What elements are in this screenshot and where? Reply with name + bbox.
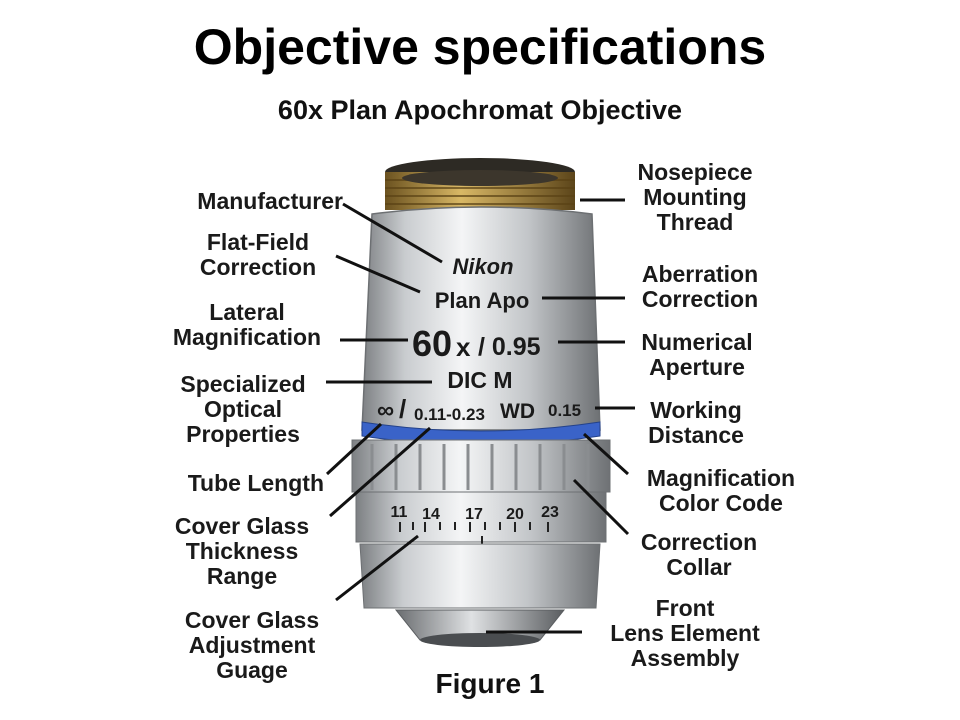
engraving-infinity: ∞ [377, 397, 394, 424]
engraving-slash: / [399, 394, 406, 424]
leader-cover-gauge [335, 534, 419, 602]
figure-caption: Figure 1 [435, 668, 545, 699]
engraving-wd-value: 0.15 [548, 401, 581, 420]
leader-lines [325, 198, 635, 634]
leader-tube-length [325, 422, 383, 476]
collar-scale-23: 23 [541, 504, 559, 521]
leader-flat-field [335, 254, 421, 294]
objective-barrel [361, 206, 601, 431]
label-tube-length: Tube Length [187, 470, 324, 496]
engraving-magnification: 60 [412, 323, 452, 364]
engraving-mag-x: x [456, 332, 471, 362]
engraving-special: DIC M [447, 367, 512, 393]
leader-mag-color [582, 432, 630, 476]
front-lens-assembly [359, 543, 601, 647]
engraving-na: / 0.95 [478, 333, 541, 361]
label-manufacturer: Manufacturer [197, 188, 343, 214]
nosepiece-thread [385, 158, 575, 210]
figure-title: 60x Plan Apochromat Objective [277, 95, 683, 125]
leader-cover-range [329, 426, 431, 518]
leader-manufacturer [342, 202, 443, 264]
collar-scale-11: 11 [391, 504, 408, 521]
engraving-type: Plan Apo [435, 288, 530, 313]
correction-collar [351, 439, 611, 548]
slide-title: Objective specifications [193, 19, 767, 75]
engraving-manufacturer: Nikon [452, 254, 513, 279]
collar-scale-14: 14 [422, 506, 440, 523]
collar-scale-20: 20 [506, 506, 524, 523]
leader-correction-collar [572, 478, 630, 536]
engraving-cover-range: 0.11-0.23 [414, 405, 485, 424]
engraving-wd-label: WD [500, 400, 535, 423]
collar-scale-17: 17 [465, 506, 483, 523]
